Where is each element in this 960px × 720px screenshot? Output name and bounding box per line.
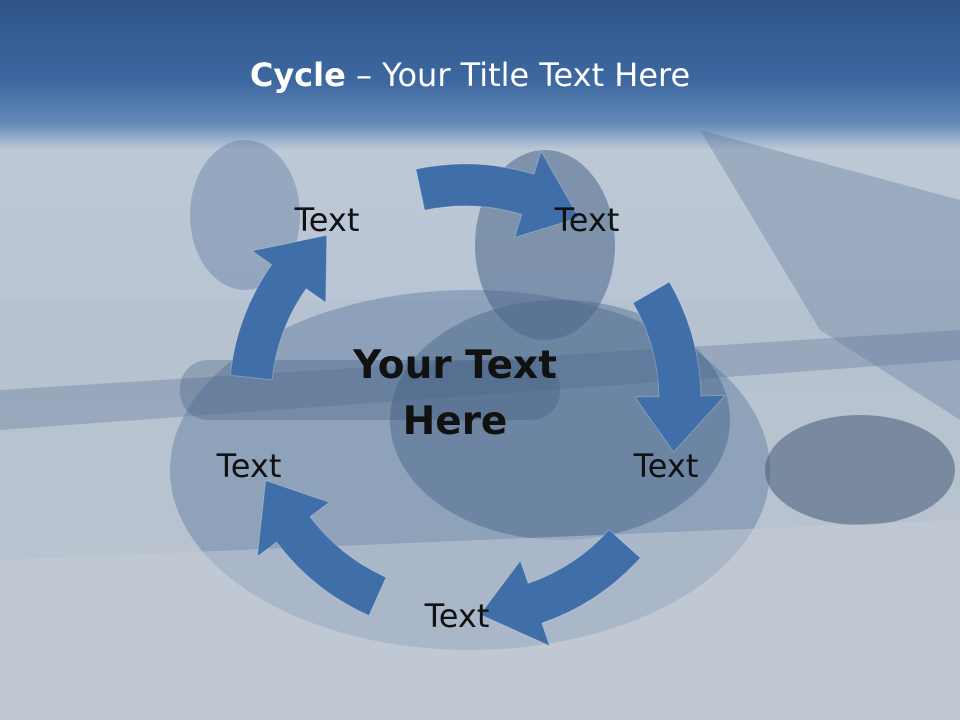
photo-person-shirt	[390, 300, 730, 540]
cycle-arrow-4	[256, 479, 387, 617]
cycle-node-label-3: Text	[633, 447, 699, 485]
cycle-center-text: Your Text Here	[353, 343, 557, 444]
photo-steering-wheel	[180, 360, 560, 420]
photo-mirror	[765, 415, 955, 525]
cycle-node-label-4: Text	[424, 597, 490, 635]
cycle-arrow-5	[229, 234, 328, 381]
cycle-node-label-5: Text	[216, 447, 282, 485]
cycle-node-label-1: Text	[294, 201, 360, 239]
photo-windshield	[700, 130, 960, 420]
cycle-arrow-3	[479, 529, 642, 647]
slide-title-rest: – Your Title Text Here	[345, 56, 691, 94]
title-band	[0, 0, 960, 150]
photo-window-frame	[0, 330, 960, 430]
slide-title-bold: Cycle	[249, 56, 346, 94]
cycle-arrow-2	[632, 281, 727, 453]
photo-door	[0, 520, 960, 720]
cycle-node-label-2: Text	[554, 201, 620, 239]
slide-title: Cycle – Your Title Text Here	[0, 52, 940, 98]
cycle-arrow-1	[415, 150, 580, 239]
